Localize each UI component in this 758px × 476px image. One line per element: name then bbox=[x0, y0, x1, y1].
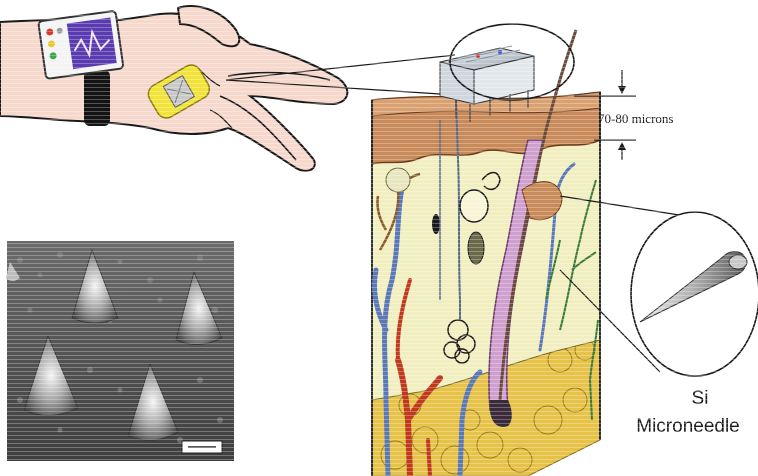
needle-label-si: Si bbox=[692, 388, 709, 409]
chip-front bbox=[440, 62, 474, 104]
needle-label-microneedle: Microneedle bbox=[636, 416, 740, 437]
watch-strap bbox=[84, 70, 110, 126]
nerve-ending bbox=[432, 214, 440, 234]
pacinian-corpuscle bbox=[468, 232, 484, 264]
meissner-corpuscle bbox=[460, 190, 488, 222]
depth-label: 70-80 microns bbox=[598, 111, 673, 126]
hair-follicle-top bbox=[386, 168, 410, 192]
sem-micrograph bbox=[6, 241, 234, 461]
